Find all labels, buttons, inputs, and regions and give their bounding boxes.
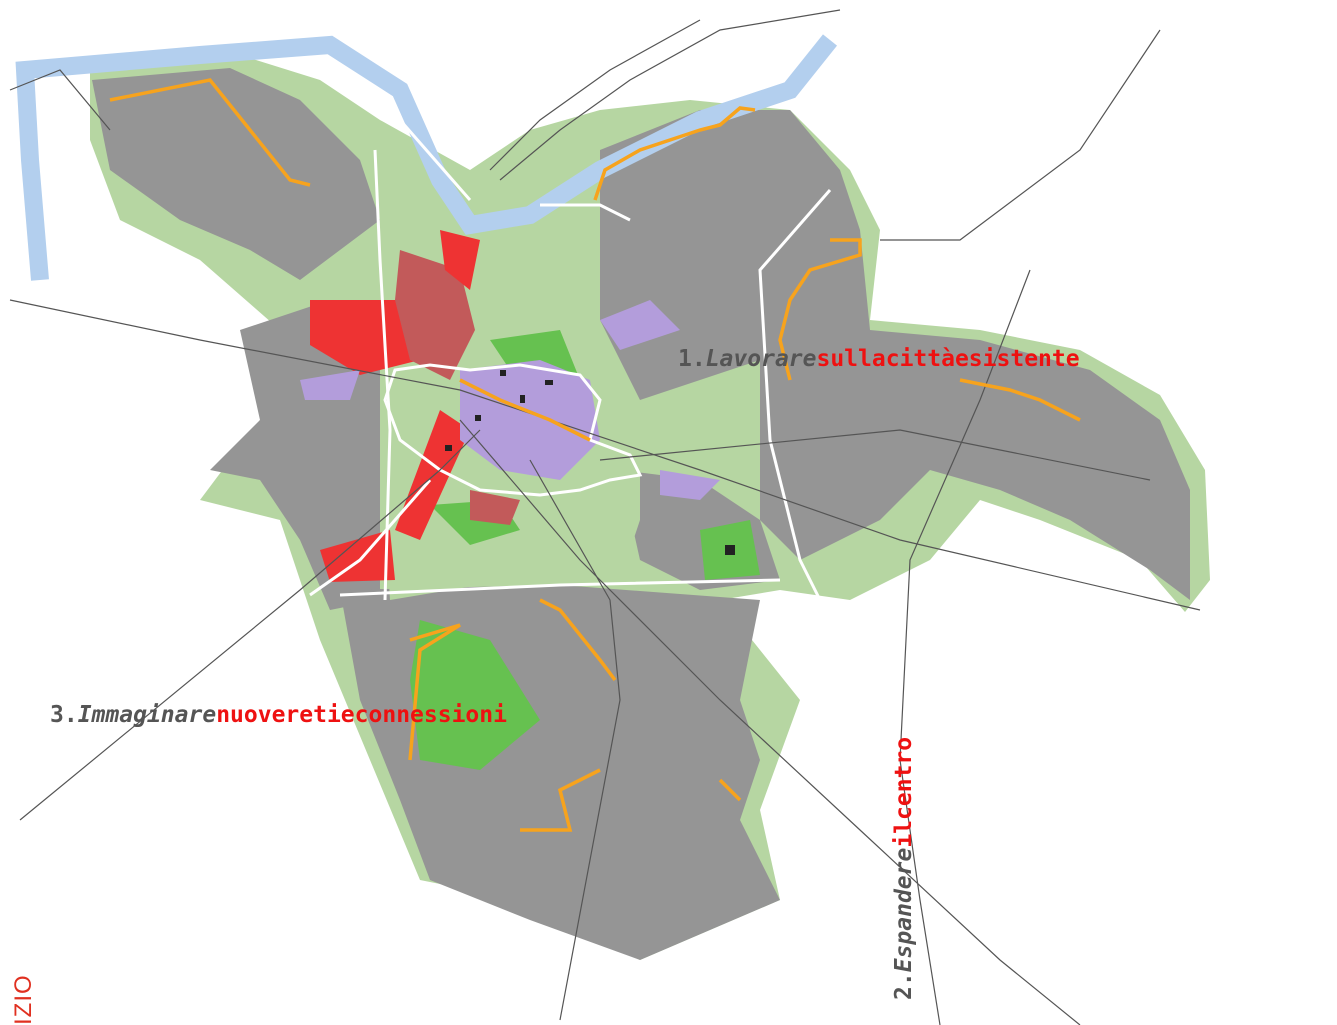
label-number: 3. <box>50 702 78 728</box>
label-highlight: nuoveretieconnessioni <box>216 702 507 728</box>
urban-area-northwest <box>92 68 380 280</box>
river <box>15 34 838 281</box>
ring-road <box>383 363 643 497</box>
building-marks <box>445 370 735 555</box>
strategy-label-2: 2.Espandereilcentro <box>891 736 917 1000</box>
strategy-label-3: 3.Immaginarenuoveretieconnessioni <box>50 704 507 727</box>
purple-block-b <box>300 370 360 400</box>
orange-axes <box>109 78 1081 832</box>
label-number: 2. <box>891 972 917 1000</box>
label-highlight: ilcentro <box>891 736 917 848</box>
corner-logo-text: IZIO <box>10 974 37 1025</box>
infrastructure-lines <box>9 9 1201 1025</box>
label-verb: Immaginare <box>77 702 217 728</box>
red-zone-north <box>310 300 420 375</box>
red-zone-axis <box>440 230 480 290</box>
purple-block-a <box>600 300 680 350</box>
purple-block-c <box>660 470 720 500</box>
urban-area-south <box>340 585 780 960</box>
label-number: 1. <box>678 346 706 372</box>
label-highlight: sullacittàesistente <box>816 346 1080 372</box>
label-verb: Espandere <box>891 847 917 973</box>
historic-center <box>460 360 600 480</box>
red-zone-south-diag <box>395 410 470 540</box>
label-verb: Lavorare <box>705 346 817 372</box>
red-zone-north-dark <box>395 250 475 380</box>
urban-area-east <box>760 230 1190 600</box>
red-zone-southeast <box>470 490 520 525</box>
park-south <box>410 620 540 770</box>
strategy-label-1: 1.Lavoraresullacittàesistente <box>678 348 1080 371</box>
